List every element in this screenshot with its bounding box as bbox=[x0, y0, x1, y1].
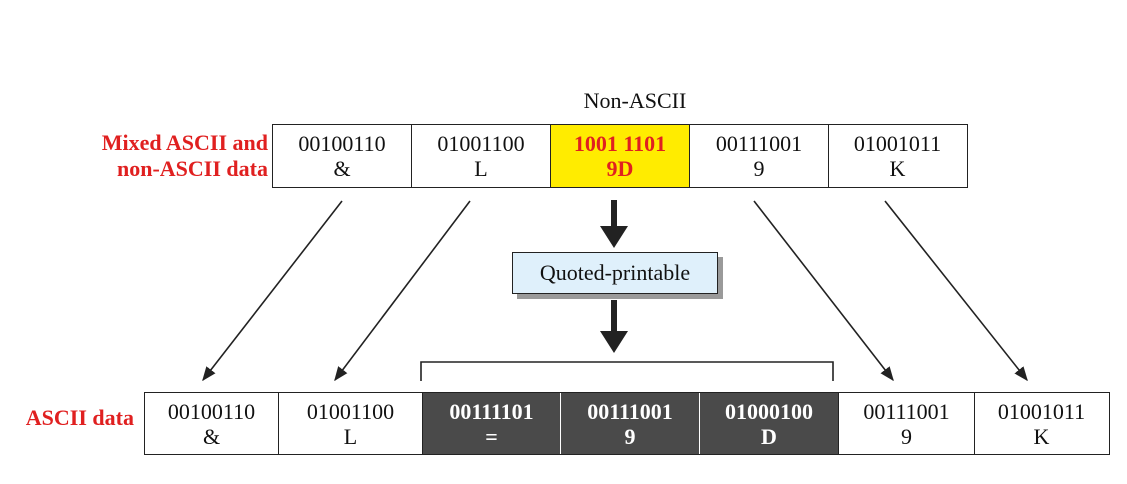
top-cell-1: 01001100 L bbox=[412, 125, 551, 187]
bottom-cell-0-bits: 00100110 bbox=[167, 398, 256, 424]
arrow-ampersand bbox=[202, 200, 343, 382]
bottom-cell-6-char: K bbox=[1033, 423, 1050, 449]
bottom-cell-2-encoded: 00111101 = bbox=[423, 393, 561, 454]
mixed-data-label: Mixed ASCII and non-ASCII data bbox=[20, 130, 268, 182]
ascii-data-label: ASCII data bbox=[25, 405, 134, 430]
bottom-cell-5-bits: 00111001 bbox=[863, 398, 950, 424]
bottom-cell-5: 00111001 9 bbox=[839, 393, 975, 454]
bottom-cell-3-bits: 00111001 bbox=[587, 398, 673, 424]
bottom-cell-4-bits: 01000100 bbox=[725, 398, 813, 424]
top-cell-3-char: 9 bbox=[753, 156, 765, 181]
bottom-cell-4-encoded: 01000100 D bbox=[700, 393, 839, 454]
thick-arrow-down-top bbox=[600, 200, 628, 248]
arrow-l bbox=[334, 200, 471, 382]
top-cell-4: 01001011 K bbox=[829, 125, 966, 187]
bottom-cell-0: 00100110 & bbox=[145, 393, 279, 454]
top-cell-1-bits: 01001100 bbox=[437, 131, 525, 156]
bottom-cell-2-char: = bbox=[485, 423, 498, 449]
arrow-k bbox=[884, 200, 1028, 382]
bottom-cell-6-bits: 01001011 bbox=[997, 398, 1086, 424]
top-cell-2-char: 9D bbox=[606, 156, 634, 181]
bottom-cell-5-char: 9 bbox=[901, 423, 912, 449]
bottom-cell-1-bits: 01001100 bbox=[306, 398, 395, 424]
bottom-cell-3-char: 9 bbox=[624, 423, 636, 449]
bottom-cell-6: 01001011 K bbox=[975, 393, 1108, 454]
quoted-printable-box: Quoted-printable bbox=[512, 252, 718, 294]
ascii-data-row: 00100110 & 01001100 L 00111101 = 0011100… bbox=[144, 392, 1110, 455]
group-bracket bbox=[420, 361, 834, 381]
top-cell-3: 00111001 9 bbox=[690, 125, 829, 187]
top-cell-0-bits: 00100110 bbox=[298, 131, 386, 156]
thick-arrow-down-bottom bbox=[600, 300, 628, 353]
arrow-nine bbox=[753, 200, 894, 382]
mixed-data-label-line1: Mixed ASCII and bbox=[101, 130, 268, 155]
top-cell-2-non-ascii: 1001 1101 9D bbox=[551, 125, 690, 187]
bottom-cell-1-char: L bbox=[343, 423, 358, 449]
bottom-cell-0-char: & bbox=[202, 423, 221, 449]
mixed-data-row: 00100110 & 01001100 L 1001 1101 9D 00111… bbox=[272, 124, 968, 188]
top-cell-4-char: K bbox=[889, 156, 906, 181]
non-ascii-caption: Non-ASCII bbox=[583, 88, 687, 113]
bottom-cell-1: 01001100 L bbox=[279, 393, 423, 454]
bottom-cell-4-char: D bbox=[761, 423, 777, 449]
top-cell-1-char: L bbox=[474, 156, 488, 181]
top-cell-0-char: & bbox=[333, 156, 351, 181]
mixed-data-label-line2: non-ASCII data bbox=[117, 156, 268, 181]
top-cell-2-bits: 1001 1101 bbox=[573, 131, 667, 156]
top-cell-3-bits: 00111001 bbox=[715, 131, 803, 156]
top-cell-4-bits: 01001011 bbox=[853, 131, 942, 156]
top-cell-0: 00100110 & bbox=[273, 125, 412, 187]
bottom-cell-2-bits: 00111101 bbox=[449, 398, 534, 424]
bottom-cell-3-encoded: 00111001 9 bbox=[561, 393, 700, 454]
